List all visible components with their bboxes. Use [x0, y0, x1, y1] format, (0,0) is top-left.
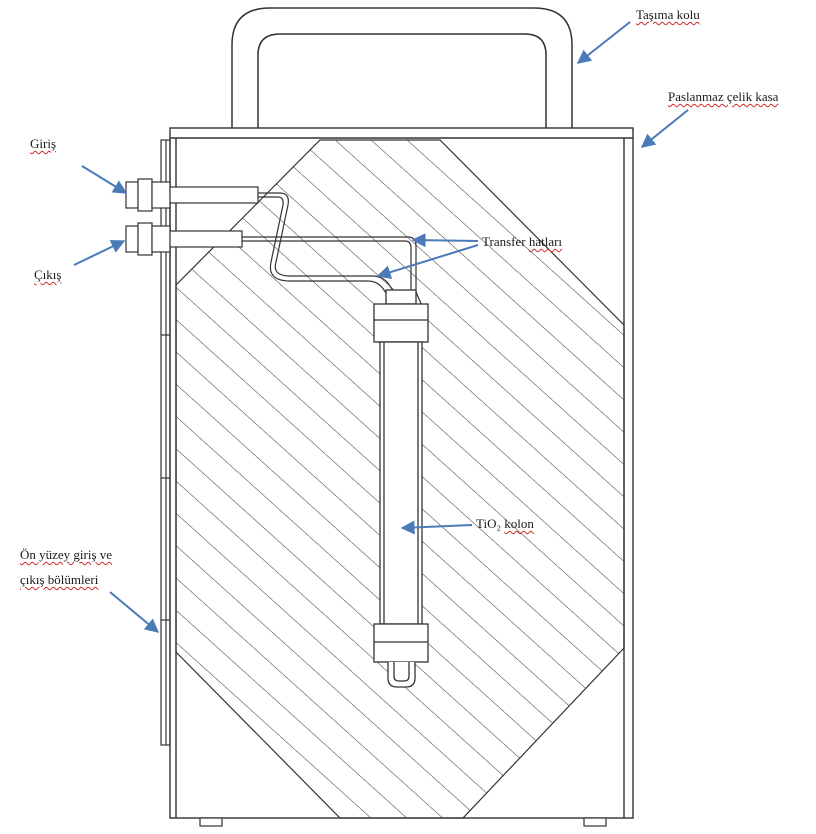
label-front-panel-line1: Ön yüzey giriş ve: [20, 548, 112, 561]
arrow-transfer-1: [411, 233, 479, 248]
arrow-front-panel: [109, 591, 160, 633]
label-handle-word: Taşıma kolu: [636, 7, 700, 22]
case-feet: [199, 817, 607, 827]
label-front2-word: çıkış bölümleri: [20, 572, 99, 587]
label-handle: Taşıma kolu: [636, 8, 700, 21]
arrow-transfer-2: [376, 244, 479, 279]
label-outlet-word: Çıkış: [34, 267, 62, 282]
label-front-panel-line2: çıkış bölümleri: [20, 573, 98, 586]
label-inlet: Giriş: [30, 137, 56, 150]
label-column-word: kolon: [504, 516, 534, 531]
label-front1-word: Ön yüzey giriş ve: [20, 547, 113, 562]
carrying-handle: [231, 7, 573, 128]
pointer-arrows: [73, 21, 689, 633]
arrow-inlet: [81, 165, 128, 194]
label-transfer: Transfer hatları: [482, 235, 562, 248]
arrow-case: [640, 109, 689, 148]
label-transfer-word: hatları: [528, 234, 563, 249]
outlet-fitting: [125, 222, 243, 256]
label-column: TiO₂ kolon: [476, 517, 534, 530]
label-inlet-word: Giriş: [30, 136, 56, 151]
label-case-word: Paslanmaz çelik kasa: [668, 89, 779, 104]
label-case: Paslanmaz çelik kasa: [668, 90, 778, 103]
inlet-fitting: [125, 178, 259, 212]
label-outlet: Çıkış: [34, 268, 61, 281]
tio2-column: [373, 289, 429, 688]
arrow-outlet: [73, 240, 126, 266]
label-transfer-prefix: Transfer: [482, 234, 529, 249]
arrow-handle: [576, 21, 631, 64]
arrow-column: [400, 520, 473, 535]
label-column-prefix: TiO₂: [476, 516, 505, 531]
